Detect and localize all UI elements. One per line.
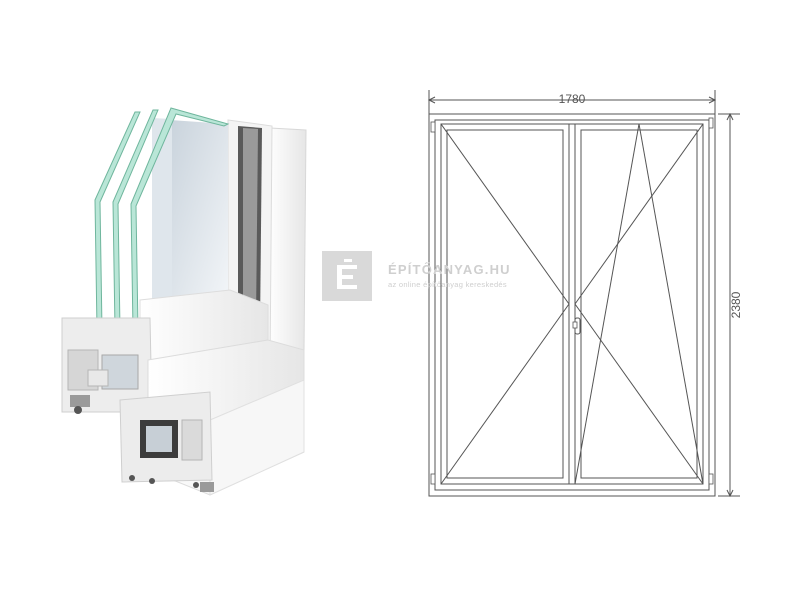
watermark-logo-icon <box>322 251 372 301</box>
window-technical-drawing <box>427 90 740 498</box>
left-sash <box>440 123 570 485</box>
height-label: 2380 <box>729 291 743 318</box>
width-dimension <box>427 90 717 114</box>
frame-cross-section <box>119 391 214 492</box>
right-sash-turn-line-top <box>574 123 704 305</box>
right-sash-tilt-line-right <box>638 123 704 485</box>
watermark-tagline: az online építőanyag kereskedés <box>388 280 507 289</box>
handle-icon <box>572 317 581 335</box>
sash-cross-section <box>61 317 153 414</box>
right-sash-tilt-line-left <box>574 123 640 485</box>
right-sash-turn-line-bottom <box>574 303 704 485</box>
left-sash-open-line-bottom <box>440 303 570 485</box>
width-label: 1780 <box>559 92 586 106</box>
watermark-brand: ÉPÍTŐANYAG.HU <box>388 262 511 277</box>
left-sash-open-line-top <box>440 123 570 305</box>
height-dimension <box>718 112 740 498</box>
window-profile-section <box>61 107 307 496</box>
hinge-icons <box>430 117 714 485</box>
outer-frame <box>428 113 716 497</box>
right-sash <box>574 123 704 485</box>
